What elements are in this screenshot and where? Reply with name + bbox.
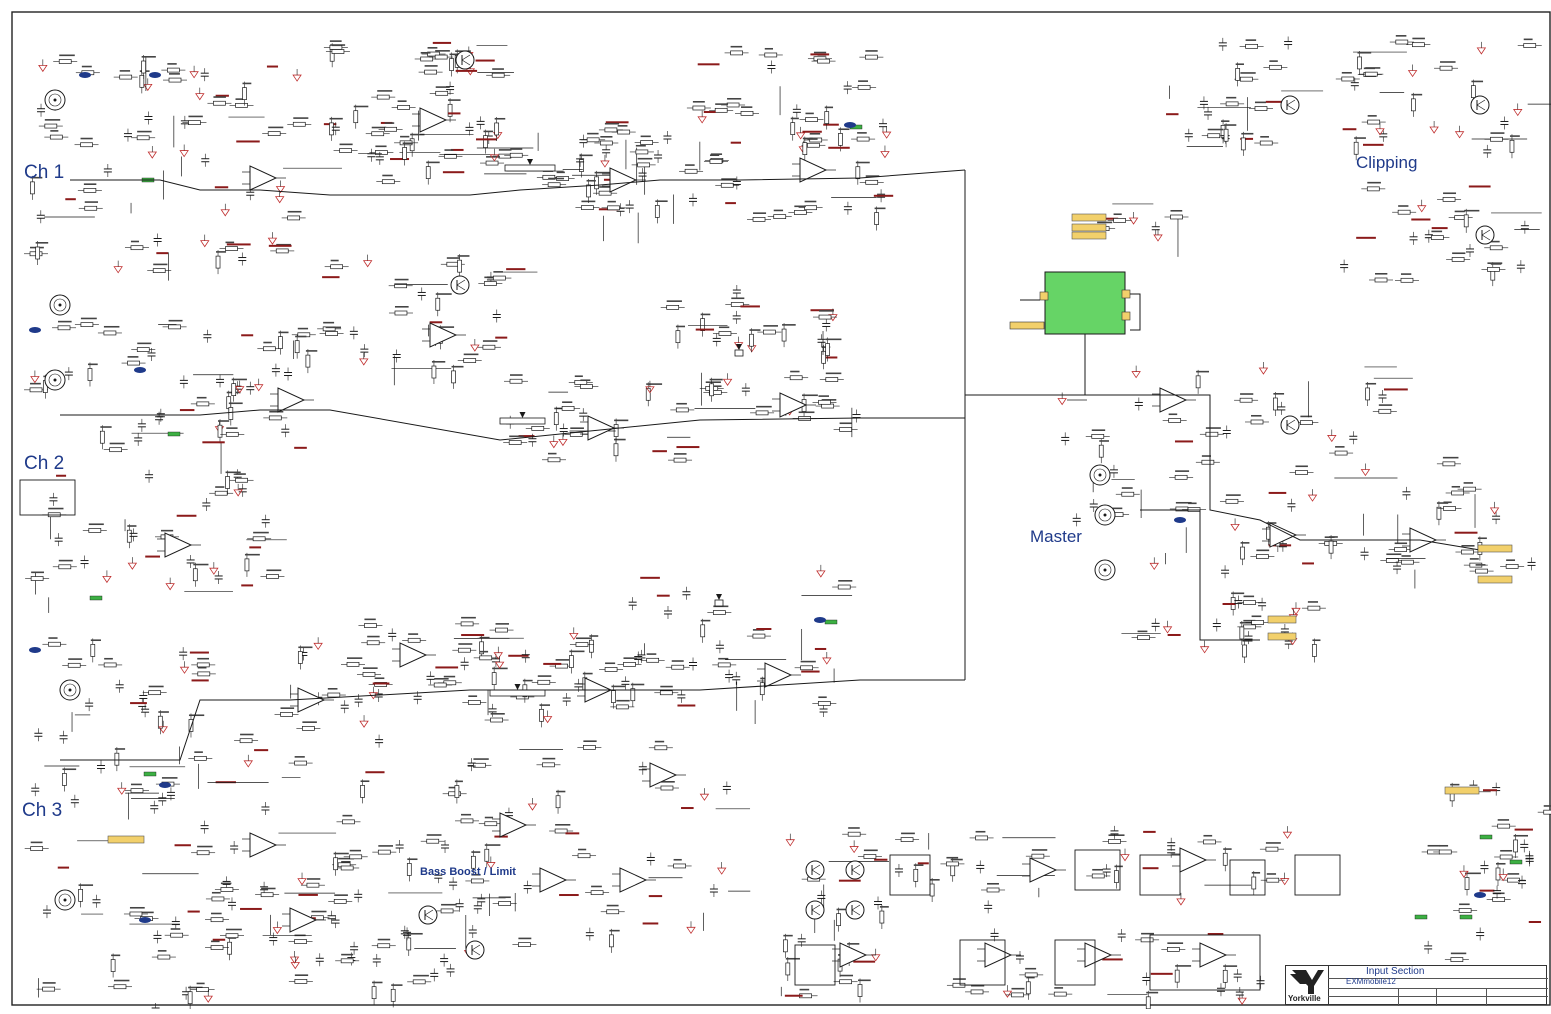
section-label-ch3: Ch 3 bbox=[22, 800, 63, 821]
logo-mark-icon bbox=[1290, 970, 1324, 994]
main-wiring bbox=[60, 169, 1481, 761]
section-label-master: Master bbox=[1030, 527, 1082, 546]
section-label-clipping: Clipping bbox=[1356, 153, 1418, 172]
green-module bbox=[1009, 271, 1141, 335]
generated-circuitry bbox=[19, 35, 1551, 1014]
sheet-border bbox=[11, 11, 1551, 1006]
section-label-ch1: Ch 1 bbox=[24, 162, 65, 183]
sheet-title: Input Section bbox=[1366, 966, 1425, 977]
logo-word: Yorkville bbox=[1288, 994, 1321, 1003]
model-name: EXMmobile12 bbox=[1346, 977, 1396, 986]
yorkville-logo: Yorkville bbox=[1286, 966, 1329, 1004]
section-label-bass-boost: Bass Boost / Limit bbox=[420, 866, 516, 878]
section-label-ch2: Ch 2 bbox=[24, 453, 65, 474]
yellow-net-labels bbox=[107, 213, 1513, 844]
title-block: Yorkville Input Section EXMmobile12 bbox=[1285, 965, 1548, 1006]
